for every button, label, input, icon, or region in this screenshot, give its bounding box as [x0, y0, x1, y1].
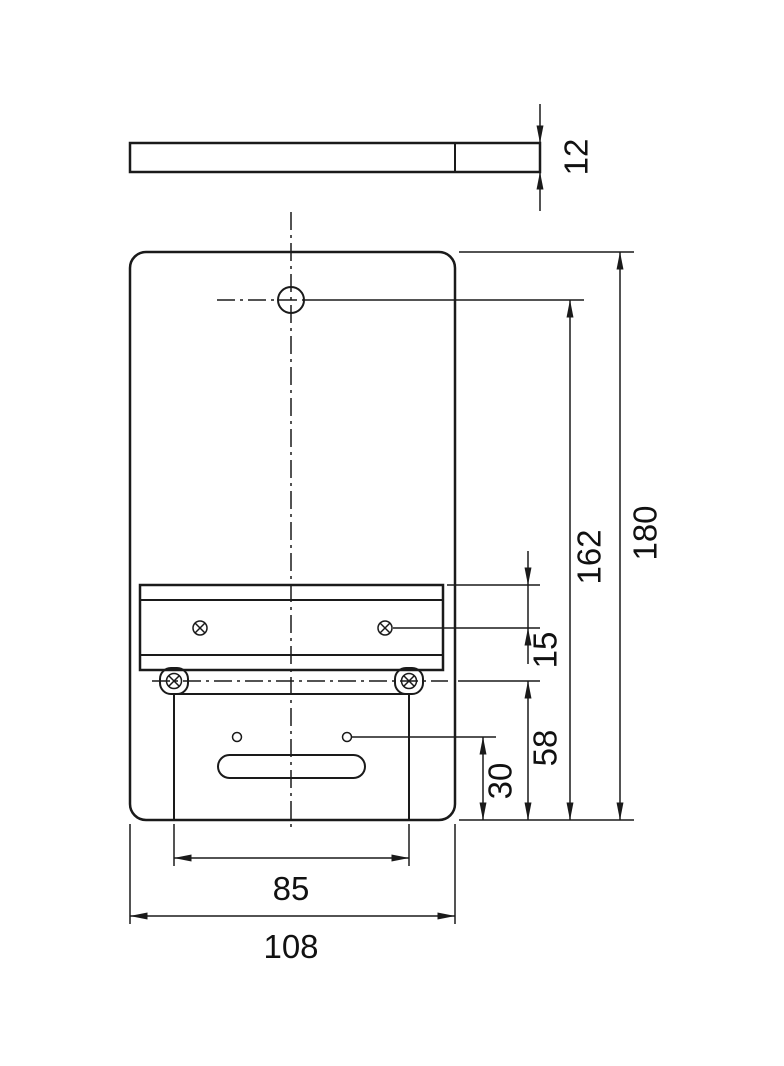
handle-slot	[217, 754, 366, 779]
dim-label-162: 162	[571, 529, 608, 584]
cover-hole-right	[341, 731, 353, 743]
cover-screw-right-cross-2	[402, 674, 416, 688]
din-rail	[138, 583, 540, 672]
dim-label-180: 180	[627, 505, 664, 560]
dim-thickness: 12	[536, 104, 595, 211]
side-view-outline	[128, 141, 542, 174]
rail-screw-right	[377, 620, 393, 636]
rail-screw-right-head	[377, 620, 393, 636]
dim-screw-spacing: 85	[173, 824, 410, 907]
cover-screw-left-head	[165, 672, 183, 690]
dimensions: 162 180 15 58 30	[129, 251, 664, 965]
cover-screw-right-head	[400, 672, 418, 690]
cover-hole-left	[231, 731, 243, 743]
side-view	[128, 141, 542, 174]
rail-screw-right-cross-2	[379, 622, 391, 634]
plate-outline	[128, 250, 457, 822]
dim-label-15: 15	[527, 632, 564, 669]
dim-label-30: 30	[482, 763, 519, 800]
cover-screw-left-cross-2	[167, 674, 181, 688]
dim-overall-width: 108	[129, 824, 456, 965]
cover-screw-left	[165, 672, 183, 690]
dim-label-58: 58	[527, 730, 564, 767]
rail-screw-left-head	[192, 620, 208, 636]
dim-screws-to-base: 58	[524, 680, 564, 821]
front-view	[128, 212, 584, 832]
rail-screw-left-cross-2	[194, 622, 206, 634]
dim-label-85: 85	[273, 870, 310, 907]
dim-label-108: 108	[263, 928, 318, 965]
dim-hole-to-base: 162	[566, 299, 608, 821]
dim-rail-offset: 15	[524, 551, 564, 669]
cover-screw-right	[400, 672, 418, 690]
dim-label-12: 12	[558, 139, 595, 176]
lower-cover	[152, 667, 540, 820]
dim-holes-to-base: 30	[479, 736, 519, 821]
dim-overall-height: 180	[616, 251, 664, 821]
rail-screw-left	[192, 620, 208, 636]
